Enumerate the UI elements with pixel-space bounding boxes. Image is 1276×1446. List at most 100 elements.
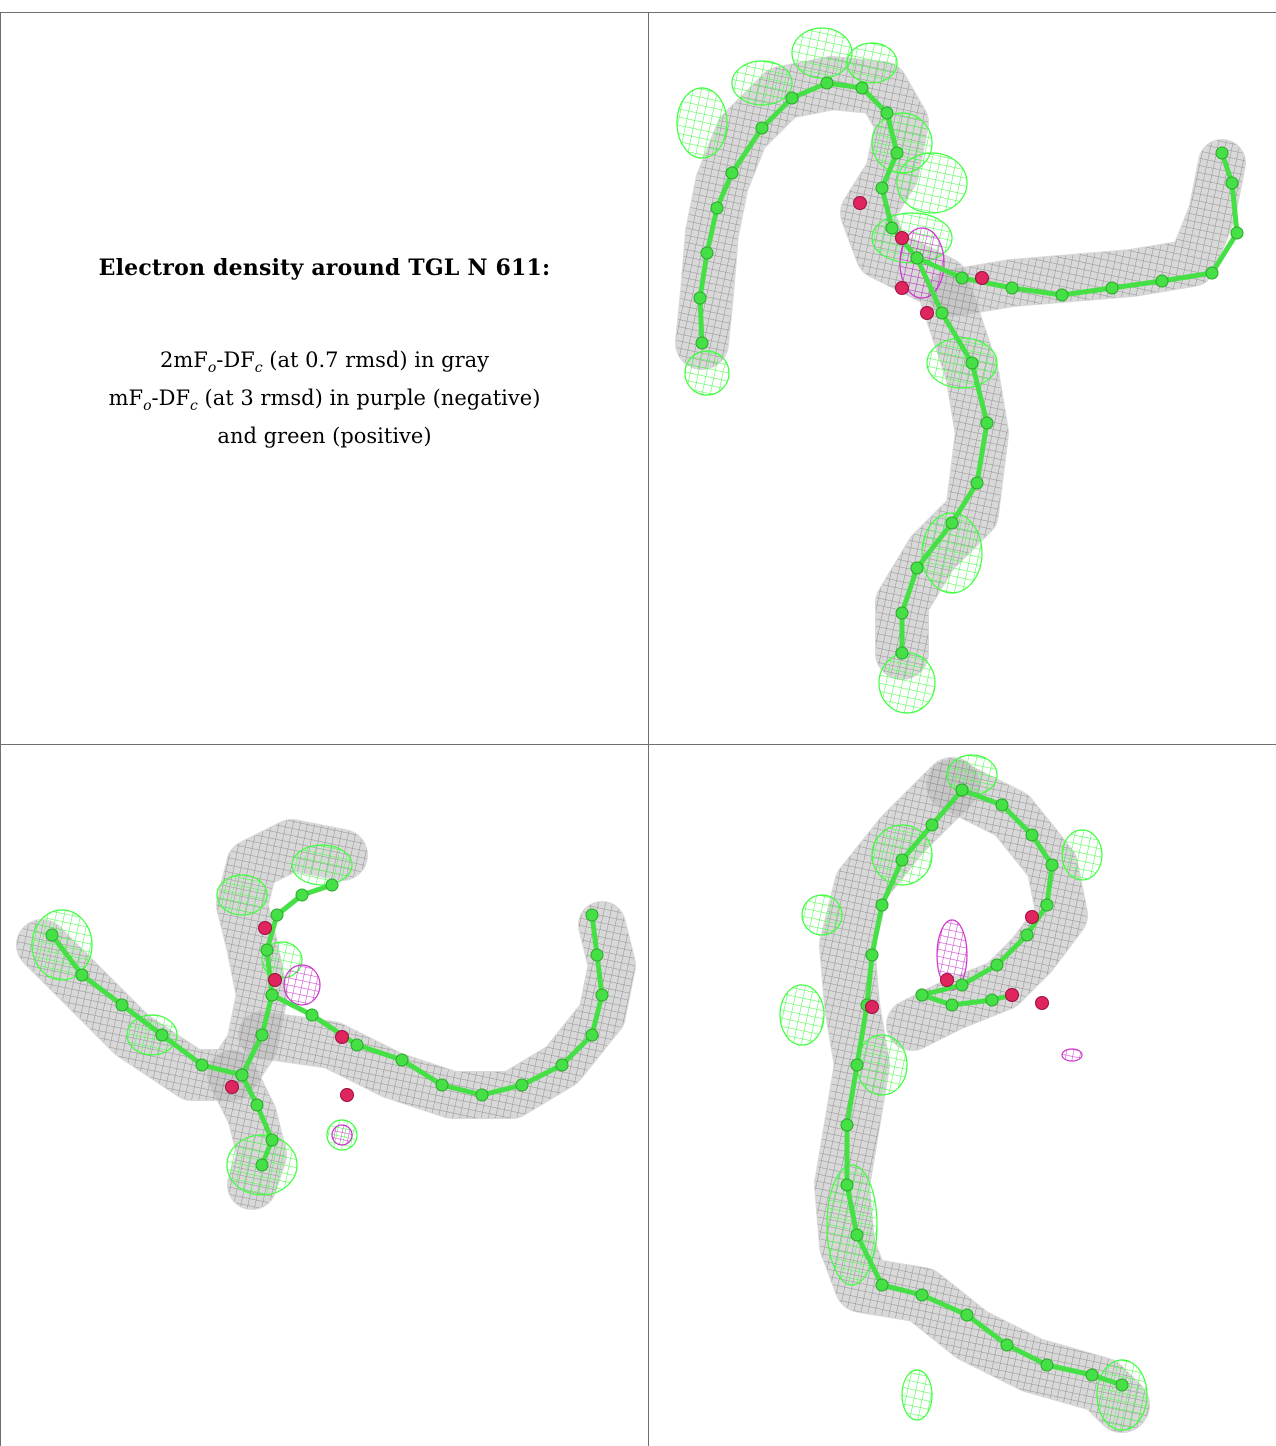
legend-line1-a: 2mF <box>159 348 208 372</box>
ligand-carbon-atom <box>910 251 924 265</box>
ligand-carbon-atom <box>595 988 609 1002</box>
density-mesh-positive <box>926 337 998 389</box>
ligand-carbon-atom <box>1040 1358 1054 1372</box>
ligand-carbon-atom <box>865 948 879 962</box>
ligand-carbon-atom <box>890 146 904 160</box>
ligand-bonds <box>239 1073 275 1166</box>
oxygen-atom <box>853 196 867 210</box>
ligand-carbon-atom <box>585 908 599 922</box>
ligand-carbon-atom <box>325 878 339 892</box>
oxygen-atom <box>1025 910 1039 924</box>
oxygen-atom <box>895 231 909 245</box>
density-mesh-positive <box>291 844 353 886</box>
oxygen-atom <box>865 1000 879 1014</box>
legend-line2-sub-o: o <box>143 398 152 415</box>
ligand-carbon-atom <box>945 998 959 1012</box>
ligand-carbon-atom <box>255 1028 269 1042</box>
ligand-carbon-atom <box>1005 281 1019 295</box>
ligand-carbon-atom <box>305 1008 319 1022</box>
legend-line2-rest: (at 3 rmsd) in purple (negative) <box>197 386 541 411</box>
ligand-carbon-atom <box>1115 1378 1129 1392</box>
ligand-carbon-atom <box>895 853 909 867</box>
density-mesh-positive <box>901 1369 933 1421</box>
density-view-bottom-right <box>779 754 1150 1433</box>
grid-left-border <box>0 12 1 1446</box>
ligand-carbon-atom <box>195 1058 209 1072</box>
ligand-carbon-atom <box>915 1288 929 1302</box>
density-view-bottom-left <box>16 819 636 1210</box>
density-mesh-positive <box>779 984 825 1046</box>
legend-line1-rest: (at 0.7 rmsd) in gray <box>262 348 490 372</box>
ligand-carbon-atom <box>960 1308 974 1322</box>
grid-top-border <box>0 12 1276 13</box>
legend-line-positive: and green (positive) <box>217 424 432 449</box>
density-mesh-positive <box>856 1034 908 1096</box>
ligand-carbon-atom <box>435 1078 449 1092</box>
ligand-carbon-atom <box>965 356 979 370</box>
ligand-carbon-atom <box>910 561 924 575</box>
ligand-carbon-atom <box>725 166 739 180</box>
ligand-carbon-atom <box>875 898 889 912</box>
density-mesh-positive <box>878 652 936 714</box>
ligand-carbon-atom <box>885 221 899 235</box>
oxygen-atom <box>225 1080 239 1094</box>
ligand-carbon-atom <box>590 948 604 962</box>
oxygen-atom <box>335 1030 349 1044</box>
grid-middle-border <box>0 744 1276 745</box>
density-mesh-negative <box>283 964 321 1006</box>
ligand-carbon-atom <box>265 988 279 1002</box>
ligand-carbon-atom <box>255 1158 269 1172</box>
ligand-carbon-atom <box>395 1053 409 1067</box>
ligand-carbon-atom <box>755 121 769 135</box>
ligand-carbon-atom <box>925 818 939 832</box>
legend-cell: Electron density around TGL N 611: 2mFo-… <box>1 12 648 744</box>
grid-center-divider <box>648 12 649 1446</box>
ligand-carbon-atom <box>350 1038 364 1052</box>
legend-line2-a: mF <box>108 386 144 411</box>
ligand-carbon-atom <box>820 76 834 90</box>
ligand-carbon-atom <box>995 798 1009 812</box>
density-mesh-positive <box>731 60 793 106</box>
ligand-carbon-atom <box>115 998 129 1012</box>
ligand-carbon-atom <box>555 1058 569 1072</box>
ligand-carbon-atom <box>1000 1338 1014 1352</box>
density-mesh-positive <box>1061 829 1103 881</box>
ligand-carbon-atom <box>1020 928 1034 942</box>
ligand-carbon-atom <box>695 336 709 350</box>
density-mesh-positive <box>684 350 730 396</box>
ligand-carbon-atom <box>250 1098 264 1112</box>
density-mesh-negative <box>1061 1048 1083 1062</box>
density-mesh-positive <box>946 754 998 796</box>
oxygen-atom <box>895 281 909 295</box>
ligand-carbon-atom <box>1205 266 1219 280</box>
ligand-carbon-atom <box>945 516 959 530</box>
ligand-carbon-atom <box>1025 828 1039 842</box>
density-mesh-positive <box>791 27 853 79</box>
ligand-carbon-atom <box>260 943 274 957</box>
oxygen-atom <box>268 973 282 987</box>
density-mesh-positive <box>896 152 968 214</box>
ligand-carbon-atom <box>75 968 89 982</box>
legend-line1-b: -DF <box>216 348 255 372</box>
ligand-carbon-atom <box>1230 226 1244 240</box>
ligand-carbon-atom <box>585 1028 599 1042</box>
ligand-carbon-atom <box>850 1058 864 1072</box>
legend-line2-b: -DF <box>151 386 191 411</box>
ligand-carbon-atom <box>895 606 909 620</box>
density-mesh-positive <box>921 512 983 594</box>
oxygen-atom <box>920 306 934 320</box>
legend-line2-sub-c: c <box>190 398 198 415</box>
ligand-carbon-atom <box>1225 176 1239 190</box>
legend-line-fofc: mFo-DFc (at 3 rmsd) in purple (negative) <box>109 383 541 421</box>
ligand-carbon-atom <box>1105 281 1119 295</box>
oxygen-atom <box>940 973 954 987</box>
ligand-carbon-atom <box>693 291 707 305</box>
density-mesh-positive <box>676 87 728 159</box>
ligand-carbon-atom <box>935 306 949 320</box>
ligand-carbon-atom <box>895 646 909 660</box>
ligand-bonds <box>270 914 605 1098</box>
ligand-carbon-atom <box>235 1068 249 1082</box>
ligand-carbon-atom <box>1155 274 1169 288</box>
density-mesh-positive <box>846 42 898 84</box>
